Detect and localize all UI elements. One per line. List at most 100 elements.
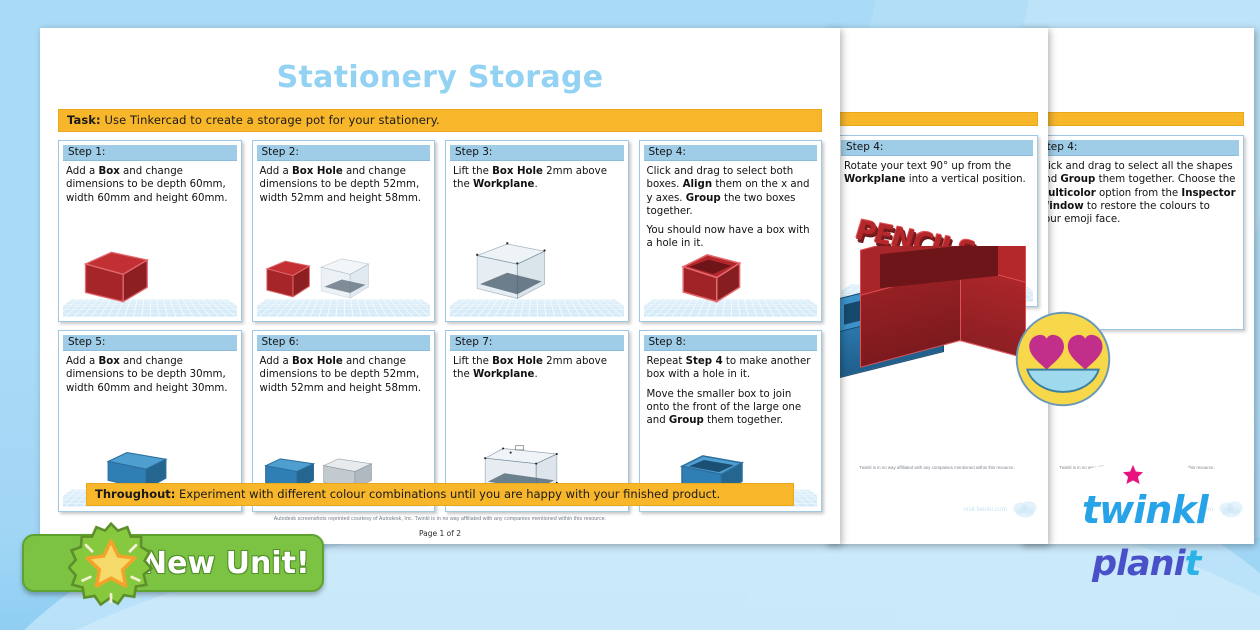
body-text: into a vertical position. xyxy=(905,174,1026,186)
step-card: Step 4: Click and drag to select both box… xyxy=(638,140,822,322)
step-card: Step 2:Add a Box Hole and change dimensi… xyxy=(251,140,435,322)
emphasis-text: Box Hole xyxy=(492,356,543,367)
page-title: Stationery Storage xyxy=(276,60,604,95)
step-card-header: Step 2: xyxy=(256,145,430,161)
body-text: Move the smaller box to join onto the fr… xyxy=(646,388,802,427)
step-card: Step 1: Add a Box and change dimensions t… xyxy=(58,140,242,322)
step-card-header: Step 7: xyxy=(450,335,624,351)
tinkercad-figure-blue-box-on-workplane xyxy=(63,429,237,507)
emphasis-text: Box Hole xyxy=(291,356,343,367)
page3-task-bar xyxy=(1030,112,1244,126)
step-card-header: Step 3: xyxy=(450,145,624,161)
emphasis-text: Multicolor xyxy=(1038,187,1096,199)
steps-grid: Step 1: Add a Box and change dimensions t… xyxy=(58,140,822,512)
cloud-icon xyxy=(1013,501,1037,518)
body-text: Add a xyxy=(66,356,99,367)
emphasis-text: Group xyxy=(668,415,704,426)
heart-eyes-emoji-icon xyxy=(1015,311,1111,407)
step-paragraph: Click and drag to select both boxes. Ali… xyxy=(647,165,815,218)
emphasis-text: Workplane xyxy=(844,174,906,186)
step-paragraph: Add a Box Hole and change dimensions to … xyxy=(260,355,428,395)
tinkercad-figure-red-cube-and-clear-hole-cube xyxy=(256,239,430,317)
page2-lower-figure xyxy=(836,246,1038,416)
step-card-text: Add a Box Hole and change dimensions to … xyxy=(253,351,435,395)
step-paragraph: Repeat Step 4 to make another box with a… xyxy=(647,355,815,382)
step-paragraph: Add a Box and change dimensions to be de… xyxy=(66,165,234,205)
body-text: 2mm above the xyxy=(453,356,607,381)
step-card-header: Step 4: xyxy=(643,145,817,161)
emphasis-text: Box Hole xyxy=(291,166,343,177)
document-page-1[interactable]: Stationery Storage Task: Use Tinkercad t… xyxy=(40,28,840,544)
step-card-header: Step 8: xyxy=(643,335,817,351)
red-cube xyxy=(83,251,149,303)
body-text: and change dimensions to be depth 52mm, … xyxy=(259,166,422,204)
tinkercad-figure-red-cube-on-workplane xyxy=(63,239,237,317)
body-text: Repeat xyxy=(646,356,686,367)
star-seal-icon xyxy=(68,522,154,607)
step-card-text: Add a Box and change dimensions to be de… xyxy=(59,161,241,205)
body-text: and change dimensions to be depth 60mm, … xyxy=(66,166,228,204)
body-text: Add a xyxy=(66,166,99,177)
emphasis-text: Inspector Window xyxy=(1038,187,1236,212)
body-text: to restore the colours to your emoji fac… xyxy=(1038,200,1210,225)
cloud-icon xyxy=(1219,501,1243,518)
step-card-header: Step 6: xyxy=(256,335,430,351)
body-text: them on the x and y axes. xyxy=(646,179,810,204)
body-text: Add a xyxy=(259,166,292,177)
step-card-header: Step 1: xyxy=(63,145,237,161)
step-paragraph: Add a Box and change dimensions to be de… xyxy=(66,355,234,395)
box-hole-transparent xyxy=(319,258,370,299)
step-card-text: Lift the Box Hole 2mm above the Workplan… xyxy=(446,351,628,382)
body-text: Lift the xyxy=(453,356,493,367)
emphasis-text: Group xyxy=(1060,174,1096,186)
step-paragraph: Lift the Box Hole 2mm above the Workplan… xyxy=(453,355,621,382)
body-text: Add a xyxy=(259,356,292,367)
step-paragraph: You should now have a box with a hole in… xyxy=(647,224,815,251)
box-hole-lifted xyxy=(475,242,546,300)
new-unit-badge[interactable]: New Unit! xyxy=(22,522,324,607)
emphasis-text: Step 4 xyxy=(685,356,723,367)
step-card-text: Add a Box and change dimensions to be de… xyxy=(59,351,241,395)
emphasis-text: Box Hole xyxy=(492,166,543,177)
step-paragraph: Move the smaller box to join onto the fr… xyxy=(647,388,815,428)
document-page-2[interactable]: Step 4: Rotate your text 90° up from the… xyxy=(826,28,1048,544)
footer-label: Throughout: xyxy=(95,487,176,501)
emphasis-text: Group xyxy=(685,192,721,204)
step-card-text: Lift the Box Hole 2mm above the Workplan… xyxy=(446,161,628,192)
page-number: Page 1 of 2 xyxy=(418,529,462,538)
page2-step-text: Rotate your text 90° up from the Workpla… xyxy=(837,156,1037,187)
page3-step-card: Step 4: Click and drag to select all the… xyxy=(1030,135,1244,330)
step-card-text: Add a Box Hole and change dimensions to … xyxy=(253,161,435,205)
body-text: them together. xyxy=(703,415,784,426)
twinkl-logo[interactable]: twinkl planit xyxy=(1060,452,1236,602)
planit-accent: t xyxy=(1184,544,1202,584)
red-cube xyxy=(264,260,311,298)
step-card-text: Repeat Step 4 to make another box with a… xyxy=(640,351,822,427)
page3-step-text: Click and drag to select all the shapes … xyxy=(1031,156,1243,226)
page3-step-header: Step 4: xyxy=(1035,140,1239,156)
emphasis-text: Workplane xyxy=(472,179,535,191)
body-text: You should now have a box with a hole in… xyxy=(646,225,810,250)
emphasis-text: Align xyxy=(682,179,713,191)
body-text: and change dimensions to be depth 52mm, … xyxy=(259,356,422,394)
planit-wordmark: planit xyxy=(1092,544,1202,584)
twinkl-wordmark: twinkl xyxy=(1082,488,1209,532)
new-unit-label: New Unit! xyxy=(142,545,310,581)
task-bar: Task: Use Tinkercad to create a storage … xyxy=(58,109,822,132)
emphasis-text: Box xyxy=(98,356,120,367)
step-card-header: Step 5: xyxy=(63,335,237,351)
step-card: Step 5: Add a Box and change dimensions t… xyxy=(58,330,242,512)
body-text: Click and drag to select both boxes. xyxy=(646,166,794,191)
page2-watermark: visit twinkl.com xyxy=(964,500,1038,518)
red-box-with-hole xyxy=(680,254,741,303)
step-paragraph: Lift the Box Hole 2mm above the Workplan… xyxy=(453,165,621,192)
body-text: Rotate your text 90° up from the xyxy=(844,161,1012,172)
body-text: . xyxy=(534,179,538,191)
body-text: to make another box with a hole in it. xyxy=(646,356,811,381)
page2-credit: Twinkl is in no way affiliated with any … xyxy=(859,465,1015,470)
step-card-text: Click and drag to select both boxes. Ali… xyxy=(640,161,822,251)
tinkercad-figure-clear-cube-lifted xyxy=(450,217,624,317)
page2-step-header: Step 4: xyxy=(841,140,1033,156)
task-text: Use Tinkercad to create a storage pot fo… xyxy=(100,113,440,127)
body-text: the two boxes together. xyxy=(646,192,796,217)
